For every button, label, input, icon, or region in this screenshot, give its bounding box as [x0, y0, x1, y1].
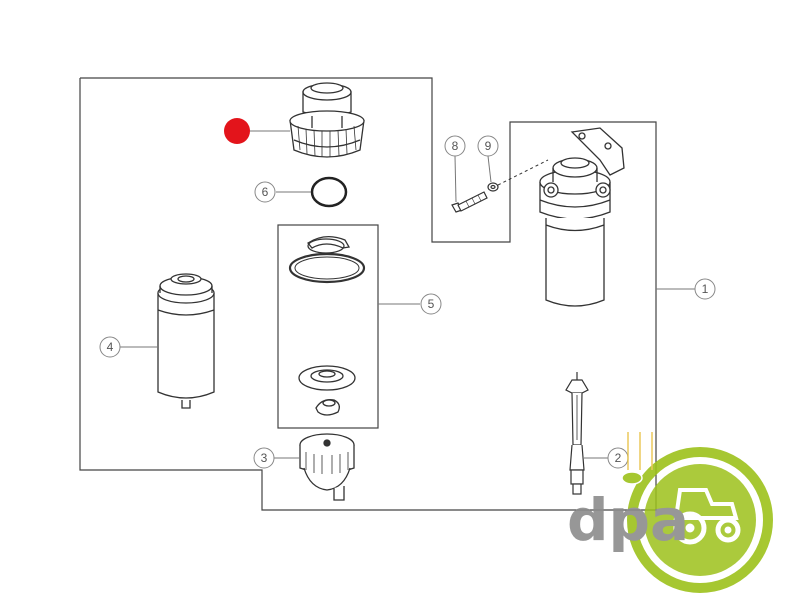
callout-8[interactable]: 8 — [444, 135, 466, 157]
part-bolt[interactable] — [451, 191, 488, 213]
callout-5-label: 5 — [428, 297, 435, 311]
callout-8-label: 8 — [452, 139, 459, 153]
callout-6-label: 6 — [262, 185, 269, 199]
callout-2[interactable]: 2 — [607, 447, 629, 469]
part-filter-assembly[interactable] — [539, 127, 625, 307]
callout-4[interactable]: 4 — [99, 336, 121, 358]
callout-6[interactable]: 6 — [254, 181, 276, 203]
logo-text: dpa — [567, 486, 689, 554]
callout-2-label: 2 — [615, 451, 622, 465]
callout-4-label: 4 — [107, 340, 114, 354]
part-water-bowl[interactable] — [299, 433, 355, 501]
wheat-icon — [621, 432, 653, 485]
leader-9 — [487, 155, 492, 183]
part-sensor-probe[interactable] — [565, 372, 589, 495]
leader-8 — [454, 155, 457, 203]
dpa-logo: dpa — [567, 432, 773, 593]
part-washer[interactable] — [487, 182, 499, 192]
part-cap-highlighted[interactable] — [289, 82, 365, 158]
callout-9[interactable]: 9 — [477, 135, 499, 157]
callout-3[interactable]: 3 — [253, 447, 275, 469]
callout-3-label: 3 — [261, 451, 268, 465]
highlight-marker[interactable] — [224, 118, 250, 144]
callout-1-label: 1 — [702, 282, 709, 296]
kit-5-box — [277, 224, 379, 429]
tractor-icon — [673, 488, 741, 545]
callout-1[interactable]: 1 — [694, 278, 716, 300]
logo-green-ring — [627, 447, 773, 593]
callout-5[interactable]: 5 — [420, 293, 442, 315]
part-filter-element[interactable] — [157, 273, 215, 409]
assembly-frame — [79, 77, 657, 511]
part-o-ring[interactable] — [310, 176, 348, 208]
callout-9-label: 9 — [485, 139, 492, 153]
part-seal-kit[interactable] — [288, 236, 366, 416]
